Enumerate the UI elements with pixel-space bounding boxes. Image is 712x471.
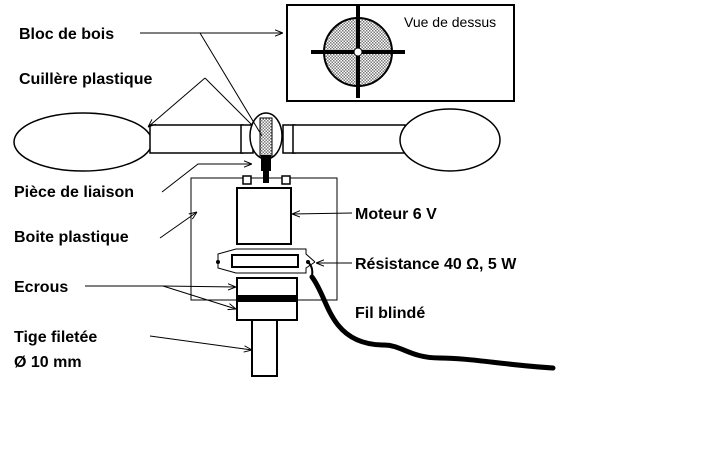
label-cuillere: Cuillère plastique — [19, 71, 152, 88]
nuts-and-rod — [236, 277, 298, 377]
resistor-lead-left — [216, 260, 220, 264]
label-ecrous: Ecrous — [14, 279, 68, 296]
spoon-assembly — [13, 108, 501, 183]
resistor — [216, 248, 316, 274]
top-view-label: Vue de dessus — [404, 14, 496, 30]
threaded-rod — [251, 319, 278, 377]
resistor-wire-bottom — [217, 261, 316, 274]
shielded-wire-lead — [307, 261, 314, 278]
label-piece-liaison: Pièce de liaison — [14, 184, 134, 201]
label-moteur: Moteur 6 V — [355, 206, 437, 223]
left-spoon-bowl — [13, 112, 153, 172]
top-view-inset: Vue de dessus — [286, 4, 515, 102]
leader-cuillere-left — [148, 77, 206, 127]
top-view-axis — [353, 47, 363, 57]
label-boite: Boite plastique — [14, 229, 129, 246]
shielded-wire — [309, 274, 556, 371]
label-bloc-de-bois: Bloc de bois — [19, 26, 114, 43]
resistor-wire-top — [217, 248, 316, 263]
motor-terminal-left — [242, 175, 252, 185]
left-arm — [149, 124, 244, 154]
leader-bloc-de-bois-block — [199, 32, 263, 137]
resistor-body — [231, 254, 299, 268]
leader-cuillere-right — [204, 77, 253, 126]
right-spoon-bowl — [399, 108, 501, 172]
leader-piece-liaison — [161, 164, 252, 193]
label-tige-1: Tige filetée — [14, 329, 97, 346]
label-fil: Fil blindé — [355, 305, 425, 322]
labels: Bloc de bois Cuillère plastique Pièce de… — [14, 26, 517, 371]
leader-boite — [159, 212, 197, 239]
leader-tige — [149, 335, 252, 350]
motor — [236, 175, 292, 245]
top-view-frame — [286, 4, 515, 102]
nut-separator — [237, 295, 297, 302]
leader-ecrous-upper — [162, 286, 236, 287]
leader-ecrous-lower — [162, 285, 236, 309]
motor-terminal-right — [281, 175, 291, 185]
right-arm — [292, 124, 406, 154]
connecting-piece — [261, 155, 271, 171]
leader-lines — [85, 32, 353, 350]
wooden-block-core — [259, 117, 273, 157]
motor-body — [236, 187, 292, 245]
leader-moteur — [292, 213, 353, 214]
motor-shaft — [263, 171, 269, 183]
label-tige-2: Ø 10 mm — [14, 354, 82, 371]
label-resistance: Résistance 40 Ω, 5 W — [355, 256, 517, 273]
